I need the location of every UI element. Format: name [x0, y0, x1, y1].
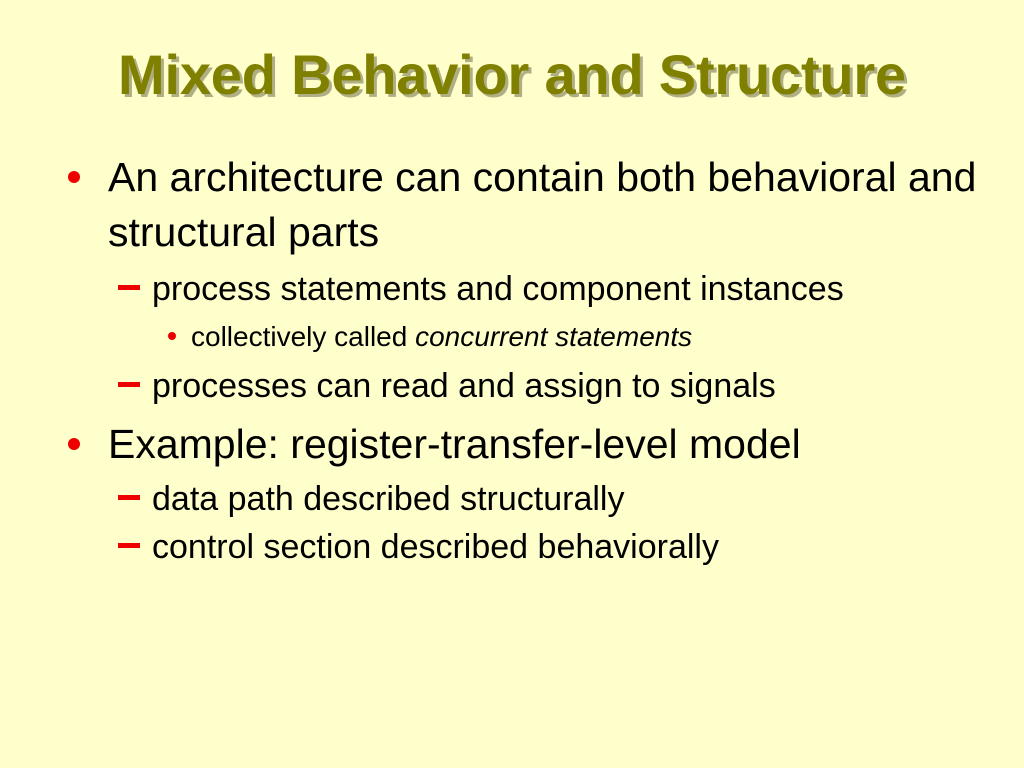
- outline-item-level1: Example: register-transfer-level model: [0, 417, 1024, 472]
- outline-item-text: collectively called concurrent statement…: [191, 317, 1024, 357]
- outline-item-text-plain: collectively called: [191, 321, 416, 352]
- outline-item-text: An architecture can contain both behavio…: [108, 154, 977, 255]
- outline-item-text: Example: register-transfer-level model: [108, 421, 801, 467]
- outline-item-text: process statements and component instanc…: [152, 270, 844, 308]
- round-bullet-icon: [68, 417, 80, 472]
- outline-item-level2: control section described behaviorally: [0, 524, 1024, 570]
- outline-item-level2: data path described structurally: [0, 476, 1024, 522]
- outline-item-level2: process statements and component instanc…: [0, 266, 1024, 312]
- en-dash-bullet-icon: [118, 524, 140, 570]
- outline-item-text: control section described behaviorally: [152, 528, 719, 566]
- outline-item-level1: An architecture can contain both behavio…: [0, 150, 1024, 260]
- outline-item-level2: processes can read and assign to signals: [0, 363, 1024, 409]
- en-dash-bullet-icon: [118, 476, 140, 522]
- en-dash-bullet-icon: [118, 363, 140, 409]
- en-dash-bullet-icon: [118, 266, 140, 312]
- outline-item-text: processes can read and assign to signals: [152, 367, 776, 405]
- small-round-bullet-icon: [168, 317, 176, 357]
- outline-item-text-emphasis: concurrent statements: [415, 321, 693, 352]
- outline-item-level3: collectively called concurrent statement…: [0, 317, 1024, 357]
- outline-item-text: data path described structurally: [152, 480, 625, 518]
- round-bullet-icon: [68, 150, 80, 205]
- slide-body-outline: An architecture can contain both behavio…: [0, 150, 1024, 570]
- slide-title: Mixed Behavior and Structure: [118, 43, 906, 106]
